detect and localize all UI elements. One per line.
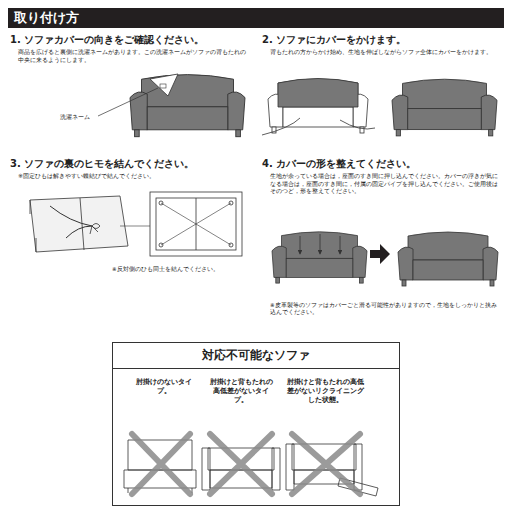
sofa-caption: 肘掛けと背もたれの高低差がないリクライニングした状態。 [286,378,364,404]
cross-mark [132,434,360,494]
cover-edge [262,118,375,135]
underside-figure [30,192,242,256]
step-heading: 1. ソファカバーの向きをご確認ください。 [10,34,255,47]
page-title: 取り付け方 [14,10,79,26]
step-heading: 3. ソファの裏のヒモを結んでください。 [10,158,255,171]
step-text: 生地が余っている場合は，座面のすき間に押し込んでください。カバーの浮きが気になる… [270,172,502,195]
sofa-caption: 肘掛けと背もたれの高低差がないタイプ。 [207,378,275,404]
header-bar [8,8,504,28]
wash-tag [160,84,166,88]
step-text: 商品を広げると裏側に洗濯ネームがあります。この洗濯ネームがソファの背もたれの中央… [18,48,250,63]
panel-heading: 対応不可能なソファ [113,343,399,369]
step-arrow [370,244,390,264]
sofa-caption: 肘掛けのないタイプ。 [134,378,194,396]
step-heading: 2. ソファにカバーをかけます。 [262,34,507,47]
step-text: ※固定ひもは解きやすい蝶結びで結んでください。 [18,172,250,180]
push-arrows [300,234,340,254]
note-text: ※反対側のひも同士を結んでください。 [112,266,262,273]
part-label: 洗濯ネーム [60,113,100,121]
cover-flap [150,74,178,96]
sofa-figure [392,79,497,136]
step-text: 背もたれの方からかけ始め、生地を伸ばしながらソファ全体にカバーをかけます。 [270,48,502,56]
sofa-figure [398,232,498,286]
sofa-figure [268,79,368,133]
step-heading: 4. カバーの形を整えてください。 [262,158,507,171]
sofa-figure [272,232,367,283]
warning-panel: 対応不可能なソファ [112,342,400,506]
note-text: ※皮革製等のソファはカバーごと滑る可能性がありますので，生地をしっかりと挟み込ん… [270,302,502,316]
sofa-figure [130,75,245,137]
cover-part [278,79,358,108]
leader-line [98,88,158,116]
